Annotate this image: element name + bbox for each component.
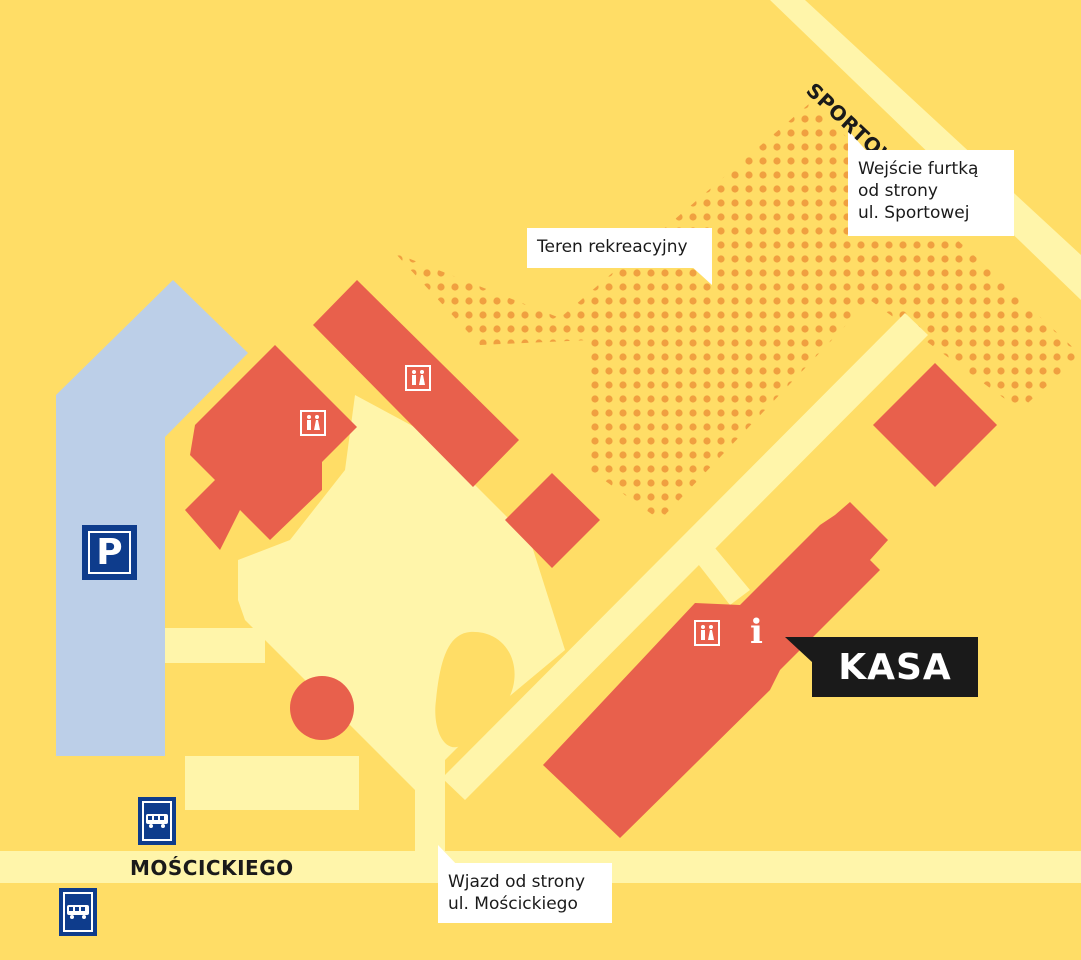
restroom-icon [405, 365, 431, 391]
building-kasa [543, 502, 888, 838]
info-icon: i [750, 612, 763, 652]
entry-callout-line-2: ul. Mościckiego [448, 894, 578, 914]
street-label-moscickiego: MOŚCICKIEGO [130, 856, 294, 880]
entry-callout-tail [438, 845, 460, 868]
restroom-icon [300, 410, 326, 436]
central-plaza [238, 395, 565, 851]
kasa-label-tail [785, 637, 812, 662]
recreation-callout-tail [690, 265, 712, 285]
entry-callout-line-1: Wjazd od strony [448, 872, 586, 892]
diagonal-path [442, 313, 928, 800]
gate-callout: Wejście furtką od strony ul. Sportowej [848, 150, 1014, 236]
ticket-office-label: KASA [812, 637, 978, 697]
parking-sign-icon: P [82, 525, 137, 580]
parking-lot [56, 280, 248, 756]
gate-callout-tail [848, 130, 870, 155]
entry-callout: Wjazd od strony ul. Mościckiego [438, 863, 612, 923]
gate-callout-line-1: Wejście furtką [858, 159, 979, 179]
round-building [290, 676, 354, 740]
bus-stop-icon [138, 797, 176, 845]
bus-stop-icon [59, 888, 97, 936]
building-small-square [505, 473, 600, 568]
path-vertical [415, 790, 445, 851]
building-east-square [873, 363, 997, 487]
building-west [185, 345, 357, 550]
recreation-callout-text: Teren rekreacyjny [537, 237, 688, 257]
gate-callout-line-2: od strony [858, 181, 938, 201]
gate-callout-line-3: ul. Sportowej [858, 203, 970, 223]
restroom-icon [694, 620, 720, 646]
side-path-kasa [695, 548, 750, 605]
oval-lawn [435, 631, 515, 748]
path-west [165, 628, 265, 663]
recreation-callout: Teren rekreacyjny [527, 228, 712, 268]
parking-label: P [88, 531, 131, 574]
sports-field [185, 756, 359, 810]
